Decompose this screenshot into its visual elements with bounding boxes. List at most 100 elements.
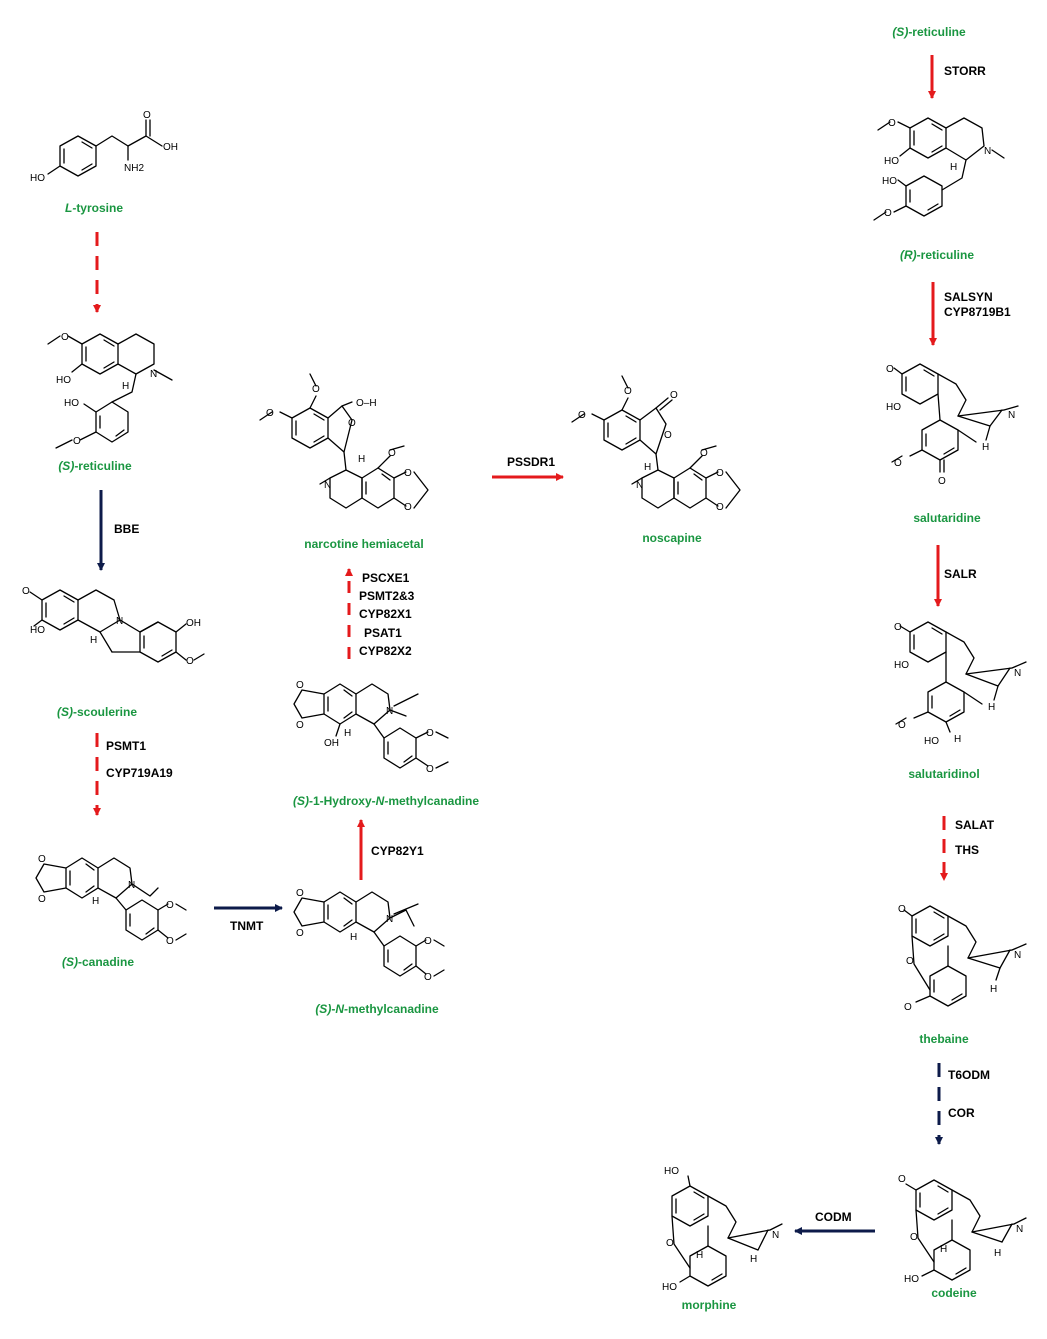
atom-o: O xyxy=(716,468,724,479)
compound-label-salutaridine: salutaridine xyxy=(913,511,981,525)
atom-o: O xyxy=(266,408,274,419)
atom-n: N xyxy=(1016,1224,1023,1235)
atom-o: O xyxy=(296,680,304,691)
atom-o: O xyxy=(166,900,174,911)
atom-ho: HO xyxy=(882,176,897,187)
atom-o: O xyxy=(404,468,412,479)
atom-o: O xyxy=(186,656,194,667)
atom-o: O xyxy=(904,1002,912,1013)
atom-h: H xyxy=(990,984,997,995)
compound-label-s-reticuline-top: (S)-reticuline xyxy=(892,25,966,39)
atom-h: H xyxy=(988,702,995,713)
atom-o: O xyxy=(296,928,304,939)
atom-o: O xyxy=(670,390,678,401)
atom-o: O xyxy=(886,364,894,375)
compound-label-codeine: codeine xyxy=(931,1286,977,1300)
atom-ho: HO xyxy=(886,402,901,413)
enzyme-psmt2-3: PSMT2&3 xyxy=(359,589,415,603)
atom-o: O xyxy=(61,332,69,343)
structure-s-canadine: O O N H O O xyxy=(35,854,187,947)
enzyme-salr: SALR xyxy=(944,567,977,581)
compound-label-s-canadine: (S)-canadine xyxy=(62,955,134,969)
atom-nh2: NH2 xyxy=(124,163,144,174)
atom-h: H xyxy=(644,462,651,473)
enzyme-bbe: BBE xyxy=(114,522,139,536)
enzyme-salsyn: SALSYN xyxy=(944,290,993,304)
structure-s-1-hydroxy-n-methylcanadine: O O N OH H O O xyxy=(293,680,449,775)
enzyme-tnmt: TNMT xyxy=(230,919,264,933)
enzyme-t6odm: T6ODM xyxy=(948,1068,990,1082)
atom-oh: OH xyxy=(163,142,178,153)
atom-o: O xyxy=(898,1174,906,1185)
atom-o: O xyxy=(73,436,81,447)
atom-h: H xyxy=(950,162,957,173)
atom-ho: HO xyxy=(924,736,939,747)
atom-o: O xyxy=(884,208,892,219)
enzyme-pssdr1: PSSDR1 xyxy=(507,455,555,469)
atom-n: N xyxy=(1008,410,1015,421)
atom-ho: HO xyxy=(884,156,899,167)
structure-r-reticuline: O HO N H HO O xyxy=(873,117,1005,221)
compound-label-r-reticuline: (R)-reticuline xyxy=(900,248,974,262)
enzyme-psat1: PSAT1 xyxy=(364,626,402,640)
enzyme-cyp82y1: CYP82Y1 xyxy=(371,844,424,858)
enzyme-salat: SALAT xyxy=(955,818,995,832)
atom-o: O xyxy=(938,476,946,487)
atom-o: O xyxy=(700,448,708,459)
atom-h: H xyxy=(90,635,97,646)
atom-n: N xyxy=(984,146,991,157)
atom-ho: HO xyxy=(662,1282,677,1293)
atom-oh: OH xyxy=(186,618,201,629)
atom-h: H xyxy=(954,734,961,745)
structure-thebaine: O O N H O xyxy=(898,904,1027,1013)
compound-label-narcotine-hemiacetal: narcotine hemiacetal xyxy=(304,537,423,551)
compound-label-s-n-methylcanadine: (S)-N-methylcanadine xyxy=(315,1002,439,1016)
enzyme-storr: STORR xyxy=(944,64,986,78)
atom-o: O xyxy=(424,972,432,983)
structure-noscapine: O O O O H N O O O xyxy=(571,375,741,513)
atom-o: O xyxy=(578,410,586,421)
atom-o: O xyxy=(716,502,724,513)
structure-l-tyrosine: O OH NH2 HO xyxy=(30,110,178,184)
atom-h: H xyxy=(750,1254,757,1265)
compound-label-s-reticuline: (S)-reticuline xyxy=(58,459,132,473)
atom-h: H xyxy=(92,896,99,907)
atom-n: N xyxy=(150,369,157,380)
atom-o: O xyxy=(312,384,320,395)
compound-label-l-tyrosine: L-tyrosine xyxy=(65,201,123,215)
atom-ho: HO xyxy=(664,1166,679,1177)
atom-o: O xyxy=(296,888,304,899)
atom-ho: HO xyxy=(30,625,45,636)
structure-morphine: HO O N H H HO xyxy=(662,1166,783,1293)
atom-h: H xyxy=(350,932,357,943)
atom-o: O xyxy=(666,1238,674,1249)
atom-o: O xyxy=(348,418,356,429)
atom-h: H xyxy=(940,1244,947,1255)
compound-label-thebaine: thebaine xyxy=(919,1032,969,1046)
atom-o: O xyxy=(424,936,432,947)
atom-ho: HO xyxy=(64,398,79,409)
atom-o: O xyxy=(388,448,396,459)
atom-o: O xyxy=(906,956,914,967)
atom-o: O xyxy=(664,430,672,441)
atom-o: O xyxy=(22,586,30,597)
atom-o: O xyxy=(624,386,632,397)
compound-label-salutaridinol: salutaridinol xyxy=(908,767,979,781)
atom-ho: HO xyxy=(30,173,45,184)
atom-o: O xyxy=(38,854,46,865)
atom-o: O xyxy=(898,904,906,915)
atom-o: O xyxy=(426,764,434,775)
enzyme-cyp82x2: CYP82X2 xyxy=(359,644,412,658)
atom-o: O xyxy=(404,502,412,513)
structure-s-reticuline: O HO N H HO O xyxy=(47,332,173,449)
atom-n: N xyxy=(1014,668,1021,679)
atom-o: O xyxy=(426,728,434,739)
atom-ho: HO xyxy=(56,375,71,386)
enzyme-ths: THS xyxy=(955,843,979,857)
compound-label-morphine: morphine xyxy=(682,1298,737,1312)
atom-n: N xyxy=(1014,950,1021,961)
atom-o: O xyxy=(910,1232,918,1243)
compound-label-s-scoulerine: (S)-scoulerine xyxy=(57,705,137,719)
structure-codeine: O O N H H HO xyxy=(898,1174,1027,1285)
